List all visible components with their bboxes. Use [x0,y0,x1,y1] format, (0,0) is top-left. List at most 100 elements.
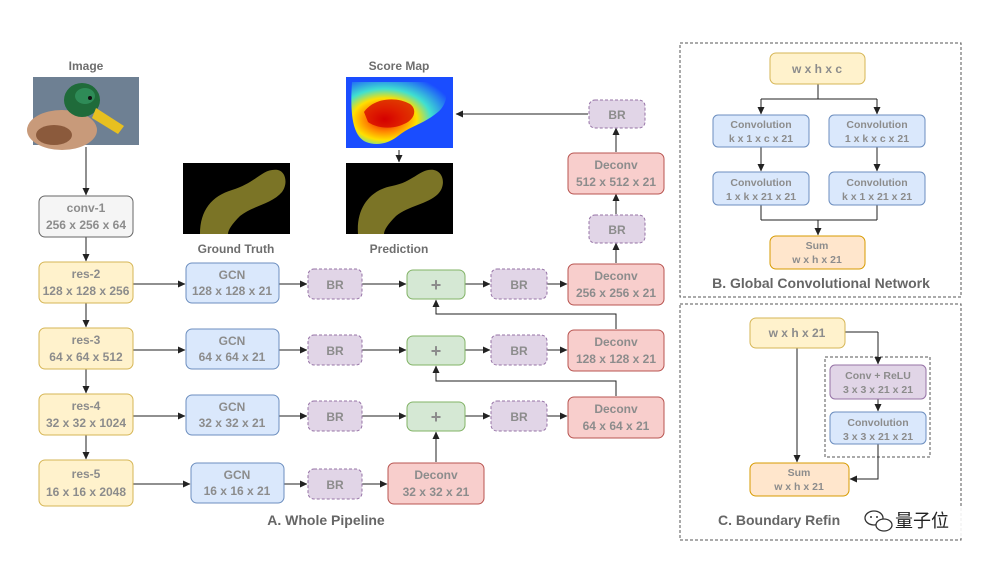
svg-text:+: + [431,275,442,295]
br-node-top-2: BR [588,99,646,129]
br-sum-node: Sum w x h x 21 [749,462,850,497]
br-node-row2: BR [307,268,363,300]
br-conv-node: Convolution 3 x 3 x 21 x 21 [829,411,927,445]
svg-text:GCN: GCN [219,268,246,282]
svg-text:res-4: res-4 [72,399,101,413]
svg-text:BR: BR [608,108,626,122]
svg-text:32 x 32 x 1024: 32 x 32 x 1024 [46,416,126,430]
svg-text:BR: BR [326,278,344,292]
svg-text:+: + [431,407,442,427]
br-node-right-row3: BR [490,334,548,366]
svg-text:32 x 32 x 21: 32 x 32 x 21 [403,485,470,499]
svg-text:1 x k x c x 21: 1 x k x c x 21 [845,133,909,145]
br-panel-frame [679,303,962,541]
gcn2-node: GCN 128 x 128 x 21 [185,262,280,304]
gcn-panel-frame [679,42,962,298]
svg-text:w x h x 21: w x h x 21 [791,254,842,266]
prediction-image [346,163,453,234]
svg-text:128 x 128 x 256: 128 x 128 x 256 [43,284,130,298]
svg-text:128 x 128 x 21: 128 x 128 x 21 [192,284,272,298]
deconv5-node: Deconv 32 x 32 x 21 [387,462,485,505]
svg-text:256 x 256 x 64: 256 x 256 x 64 [46,218,126,232]
br-node-top-1: BR [588,214,646,244]
gcn-sum-node: Sum w x h x 21 [769,235,866,270]
ground-truth-image [183,163,290,234]
gcn-conv-right-1-node: Convolution 1 x k x c x 21 [828,114,926,148]
res4-node: res-4 32 x 32 x 1024 [38,393,134,436]
image-caption: Image [69,59,104,73]
svg-text:16 x 16 x 2048: 16 x 16 x 2048 [46,485,126,499]
gcn3-node: GCN 64 x 64 x 21 [185,328,280,370]
gcn4-node: GCN 32 x 32 x 21 [185,394,280,436]
svg-text:Deconv: Deconv [594,335,638,349]
svg-text:Convolution: Convolution [730,177,791,189]
gcn-conv-left-1-node: Convolution k x 1 x c x 21 [712,114,810,148]
pipeline-title: A. Whole Pipeline [267,512,385,528]
svg-text:Convolution: Convolution [730,119,791,131]
watermark-text: 量子位 [895,511,949,531]
gcn-conv-right-2-node: Convolution k x 1 x 21 x 21 [828,171,926,206]
svg-text:conv-1: conv-1 [67,201,106,215]
svg-text:128 x 128 x 21: 128 x 128 x 21 [576,352,656,366]
svg-text:Convolution: Convolution [847,417,908,429]
conv1-node: conv-1 256 x 256 x 64 [38,195,134,238]
svg-text:16 x 16 x 21: 16 x 16 x 21 [204,484,271,498]
deconv2-node: Deconv 256 x 256 x 21 [567,263,665,306]
svg-text:res-3: res-3 [72,333,101,347]
svg-text:Sum: Sum [788,467,811,479]
gcn-input-node: w x h x c [769,52,866,85]
svg-text:BR: BR [326,478,344,492]
svg-text:GCN: GCN [224,468,251,482]
svg-text:w x h x 21: w x h x 21 [768,326,826,340]
gcn5-node: GCN 16 x 16 x 21 [190,462,285,504]
svg-text:256 x 256 x 21: 256 x 256 x 21 [576,286,656,300]
svg-text:BR: BR [326,410,344,424]
svg-text:w x h x c: w x h x c [791,62,842,76]
deconv4-node: Deconv 64 x 64 x 21 [567,396,665,439]
br-node-right-row4: BR [490,400,548,432]
res3-node: res-3 64 x 64 x 512 [38,327,134,370]
gcn-panel-title: B. Global Convolutional Network [712,275,930,291]
svg-text:BR: BR [608,223,626,237]
svg-text:64 x 64 x 21: 64 x 64 x 21 [583,419,650,433]
svg-text:3 x 3 x 21 x 21: 3 x 3 x 21 x 21 [843,384,913,396]
svg-text:BR: BR [510,410,528,424]
wechat-icon [864,510,893,532]
svg-text:64 x 64 x 512: 64 x 64 x 512 [49,350,123,364]
res2-node: res-2 128 x 128 x 256 [38,261,134,304]
br-conv-relu-node: Conv + ReLU 3 x 3 x 21 x 21 [829,364,927,400]
svg-text:Convolution: Convolution [846,177,907,189]
duck-image [27,77,139,150]
br-input-node: w x h x 21 [749,317,846,349]
score-map-image [346,77,453,148]
svg-text:GCN: GCN [219,334,246,348]
svg-text:k x 1 x 21 x 21: k x 1 x 21 x 21 [842,191,912,203]
prediction-caption: Prediction [370,242,429,256]
br-panel-title: C. Boundary Refin [718,512,840,528]
br-panel-connectors [793,331,882,483]
gcn-panel-connectors [757,84,881,236]
br-node-row4: BR [307,400,363,432]
svg-text:k x 1 x c x 21: k x 1 x c x 21 [729,133,793,145]
watermark: 量子位 [858,506,976,536]
gcn-conv-left-2-node: Convolution 1 x k x 21 x 21 [712,171,810,206]
svg-text:1 x k x 21 x 21: 1 x k x 21 x 21 [726,191,796,203]
svg-text:32 x 32 x 21: 32 x 32 x 21 [199,416,266,430]
svg-text:Deconv: Deconv [594,158,638,172]
res5-node: res-5 16 x 16 x 2048 [38,459,134,507]
plus-node-row4: + [406,401,466,432]
plus-node-row3: + [406,335,466,366]
pipeline-connectors [82,110,620,488]
svg-text:3 x 3 x 21 x 21: 3 x 3 x 21 x 21 [843,431,913,443]
svg-text:w x h x 21: w x h x 21 [773,481,824,493]
svg-text:GCN: GCN [219,400,246,414]
svg-text:Conv + ReLU: Conv + ReLU [845,370,911,382]
svg-text:Convolution: Convolution [846,119,907,131]
deconv3-node: Deconv 128 x 128 x 21 [567,329,665,372]
svg-text:res-2: res-2 [72,267,101,281]
deconv1-node: Deconv 512 x 512 x 21 [567,152,665,195]
svg-text:BR: BR [326,344,344,358]
svg-text:512 x 512 x 21: 512 x 512 x 21 [576,175,656,189]
ground-truth-caption: Ground Truth [198,242,275,256]
